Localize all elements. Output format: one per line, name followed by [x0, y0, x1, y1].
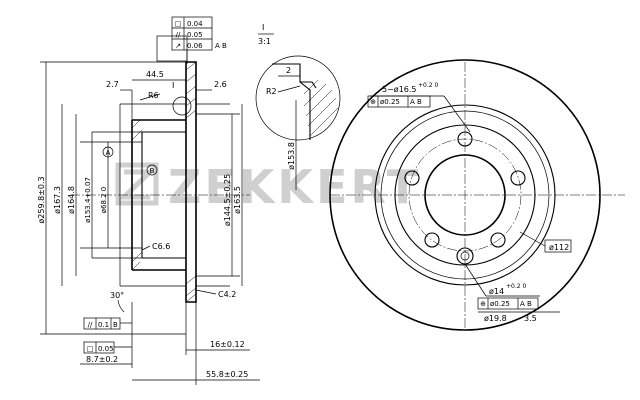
detail-dim-r2: R2 [266, 87, 277, 96]
datum-b-label: B [150, 167, 155, 175]
frame-flat-value: 0.05 [98, 345, 114, 353]
dim-d68: ø68.2 0 [100, 187, 108, 214]
pos-frame-5-datum: A B [410, 98, 422, 106]
bolt-hole [457, 131, 473, 147]
tf-top-datum-3: A B [215, 42, 227, 50]
front-view: 5−ø16.5 +0.2 0 ⊕ ø0.25 A B ø112 ø14 +0.2… [329, 59, 625, 331]
pos-frame-14-value: ø0.25 [490, 300, 510, 308]
logo-z-icon [117, 169, 157, 200]
side-view-section: ø259.8±0.3 ø167.3 ø164.8 ø153.4+0.07 ø68… [37, 61, 260, 385]
depth-3-5: 3.5 [524, 314, 537, 323]
dim-d144: ø144.5±0.25 [223, 174, 232, 226]
tf-top-value-1: 0.04 [187, 20, 203, 28]
pos-frame-14-symbol: ⊕ [480, 300, 486, 308]
tf-top-symbol-3: ↗ [175, 42, 181, 50]
detail-label: I [262, 23, 264, 32]
bolt-hole [510, 170, 526, 186]
pitch-circle [408, 138, 522, 252]
section-marker-i: I [172, 81, 174, 90]
center-bore-circle [424, 154, 506, 236]
tf-top-value-3: 0.06 [187, 42, 203, 50]
tf-top-symbol-2: // [176, 31, 181, 39]
chamfer-c66: C6.6 [152, 242, 170, 251]
angle-30: 30° [110, 291, 124, 300]
disc-outer-circle [329, 59, 601, 331]
dim-d164: ø164.8 [67, 186, 76, 214]
chamfer-c42: C4.2 [218, 290, 236, 299]
bolt-hole [424, 232, 440, 248]
pos-frame-5-value: ø0.25 [380, 98, 400, 106]
datum-a-label: A [106, 149, 111, 157]
tf-top-value-2: 0.05 [187, 31, 203, 39]
watermark-text: ZEKKERT [168, 160, 421, 214]
brand-watermark: ZEKKERT [115, 160, 421, 214]
hole-14-label: ø14 [489, 287, 504, 296]
bolt-hole [404, 170, 420, 186]
hole-19-label: ø19.8 [484, 314, 507, 323]
dim-2-6: 2.6 [214, 80, 227, 89]
tf-top-symbol-1: □ [175, 20, 182, 28]
dim-r6: R6 [148, 91, 159, 100]
dim-d153-8: ø153.8 [287, 142, 296, 170]
dim-d153: ø153.4+0.07 [84, 177, 92, 223]
frame-parallel-datum: B [113, 321, 118, 329]
datum-a-marker [102, 146, 114, 158]
detail-scale: 3:1 [258, 37, 271, 46]
frame-flat-symbol: □ [87, 345, 94, 353]
dim-d167: ø167.3 [53, 186, 62, 214]
holes-5-label: 5−ø16.5 [382, 85, 417, 94]
pcd-label: ø112 [549, 243, 569, 252]
tolerance-frame-top: □ 0.04 // 0.05 ↗ 0.06 A B [156, 16, 227, 64]
detail-dim-2: 2 [286, 66, 291, 75]
dim-d163: ø163.5 [233, 186, 242, 214]
dim-55-8: 55.8±0.25 [206, 370, 248, 379]
detail-circle [172, 96, 192, 116]
logo-box-icon [115, 162, 159, 206]
dim-2-7: 2.7 [106, 80, 119, 89]
hole-14-tol: +0.2 0 [506, 283, 526, 290]
holes-5-tol: +0.2 0 [418, 82, 438, 89]
dim-8-7: 8.7±0.2 [86, 355, 118, 364]
datum-b-marker [146, 164, 158, 176]
disc-hat-circle [374, 104, 556, 286]
dim-d259: ø259.8±0.3 [37, 176, 46, 223]
dim-44-5: 44.5 [146, 70, 164, 79]
bolt-hole [490, 232, 506, 248]
frame-parallel-value: 0.1 [98, 321, 109, 329]
dim-16: 16±0.12 [210, 340, 245, 349]
pos-frame-5-symbol: ⊕ [370, 98, 376, 106]
frame-parallel-symbol: // [88, 321, 93, 329]
bolt-holes [404, 131, 526, 265]
section-detail: I 3:1 2 R2 ø153.8 [255, 23, 341, 190]
pos-frame-14-datum: A B [520, 300, 532, 308]
